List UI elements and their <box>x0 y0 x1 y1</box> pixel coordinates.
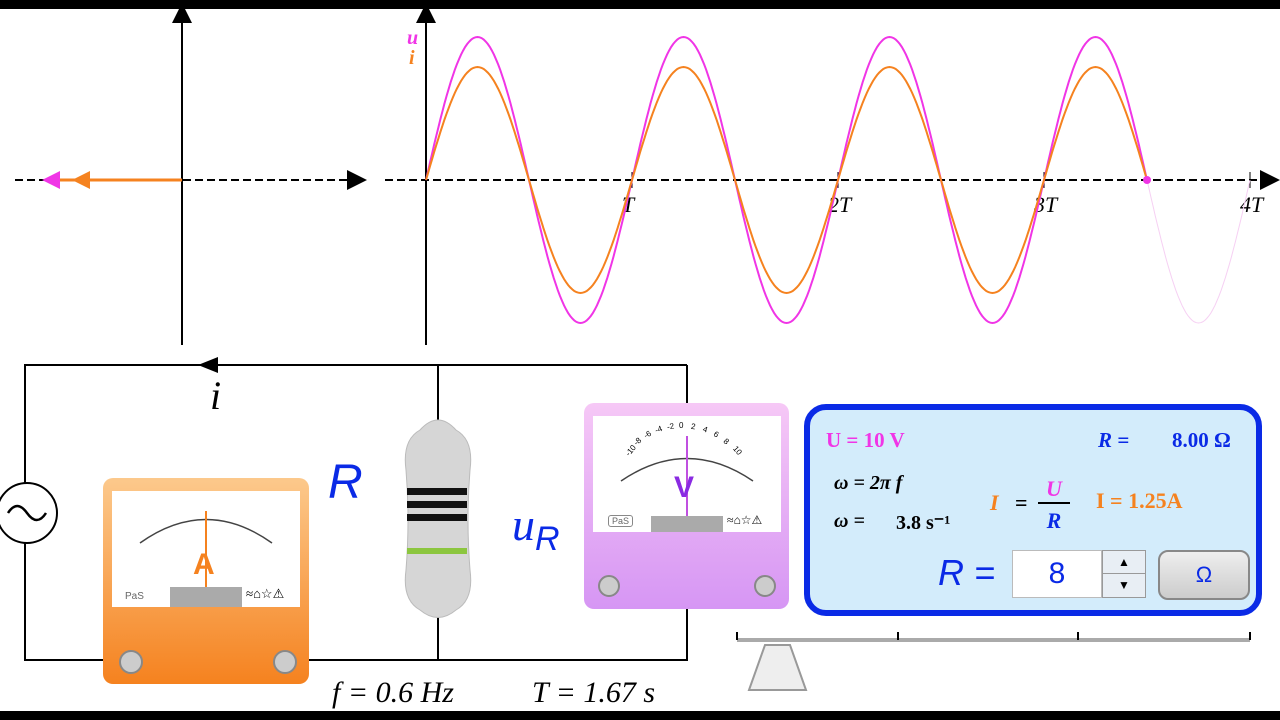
unit-button[interactable]: Ω <box>1158 550 1250 600</box>
ammeter-unit: A <box>193 548 215 581</box>
ammeter-terminal-right <box>273 650 297 674</box>
omega-label: ω = <box>834 510 865 532</box>
voltage-value: U = 10 V <box>826 428 905 452</box>
stepper-up-button[interactable]: ▲ <box>1102 550 1146 574</box>
omega-value: 3.8 s⁻¹ <box>896 512 951 534</box>
slider-handle[interactable] <box>747 644 808 691</box>
current-formula-label: I <box>990 490 999 515</box>
resistance-input[interactable]: 8 <box>1012 550 1102 598</box>
fraction-numerator: U <box>1038 476 1070 504</box>
voltmeter-brand: PaS <box>608 515 634 527</box>
voltmeter-scale-label: -4 <box>653 424 664 436</box>
ac-source-icon <box>6 504 48 522</box>
voltmeter-scale-label: 4 <box>701 424 709 435</box>
voltmeter-unit: V <box>674 471 695 504</box>
voltmeter-terminal-left <box>598 575 620 597</box>
u-axis-label: u <box>407 27 418 49</box>
current-wave <box>425 65 1148 295</box>
equals-sign: = <box>1015 490 1028 515</box>
voltmeter-scale-label: -6 <box>642 429 653 441</box>
resistance-input-label: R = <box>938 552 996 593</box>
voltmeter-scale-label: 10 <box>730 444 744 457</box>
current-label: i <box>210 373 222 418</box>
control-panel: U = 10 V R = 8.00 Ω ω = 2π f ω = 3.8 s⁻¹… <box>804 404 1262 616</box>
resistance-label: R = <box>1098 428 1130 452</box>
voltage-label: uR <box>512 499 560 559</box>
bottom-bar <box>0 711 1280 720</box>
voltmeter-symbols: ≈⌂☆⚠ <box>727 513 763 527</box>
ammeter-symbols: ≈⌂☆⚠ <box>246 586 285 601</box>
time-marker <box>1143 176 1151 184</box>
resistance-value: 8.00 Ω <box>1172 428 1231 452</box>
frequency-label: f = 0.6 Hz <box>332 676 454 709</box>
top-bar <box>0 0 1280 9</box>
voltage-wave-future <box>1146 179 1251 324</box>
voltmeter-scale-label: -2 <box>666 421 675 432</box>
resistor-label: R <box>328 456 363 509</box>
i-axis-label: i <box>409 47 415 69</box>
voltmeter-scale-label: 2 <box>690 421 697 432</box>
current-phasor-arrow <box>72 171 90 189</box>
voltage-phasor-arrow <box>42 171 60 189</box>
period-label: T = 1.67 s <box>532 676 656 709</box>
voltmeter-scale-label: 0 <box>679 421 684 430</box>
ammeter: PaS A ≈⌂☆⚠ <box>103 478 309 684</box>
voltmeter-terminal-right <box>754 575 776 597</box>
time-tick-label: 4T <box>1240 192 1265 217</box>
current-value: I = 1.25A <box>1096 488 1183 513</box>
fraction-denominator: R <box>1046 508 1062 533</box>
resistor <box>404 419 472 618</box>
voltmeter-scale-label: 6 <box>712 429 721 440</box>
voltmeter-scale-label: 8 <box>721 436 731 447</box>
omega-formula: ω = 2π f <box>834 472 903 494</box>
current-direction-arrow <box>198 357 218 373</box>
ammeter-terminal-left <box>119 650 143 674</box>
stepper-down-button[interactable]: ▼ <box>1102 573 1146 598</box>
voltage-wave <box>425 35 1148 325</box>
svg-text:PaS: PaS <box>125 591 144 602</box>
